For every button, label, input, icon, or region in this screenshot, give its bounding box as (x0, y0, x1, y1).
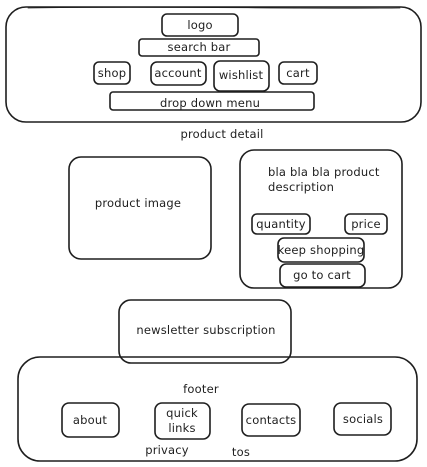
footer-container (17, 356, 418, 462)
shop-label: shop (97, 66, 127, 80)
wishlist-label: wishlist (218, 68, 264, 82)
about-label: about (72, 413, 108, 427)
shop-box (93, 61, 131, 85)
cart-label: cart (286, 66, 310, 80)
logo-label: logo (187, 18, 213, 32)
quick-links-label-line1: quick (166, 406, 198, 420)
quick-links-label-line2: links (168, 421, 196, 435)
quantity-box (251, 213, 311, 235)
logo-box (161, 13, 239, 37)
contacts-label: contacts (245, 413, 297, 427)
quantity-label: quantity (256, 217, 306, 231)
product-description-container (239, 149, 403, 289)
socials-box (333, 402, 392, 436)
header-container (5, 6, 422, 123)
search-bar-label: search bar (167, 40, 231, 54)
contacts-box (241, 403, 301, 437)
newsletter-label: newsletter subscription (136, 323, 276, 337)
dropdown-label: drop down menu (159, 96, 261, 110)
newsletter-box (118, 299, 292, 364)
account-box (150, 61, 207, 86)
cart-box (278, 61, 318, 85)
account-label: account (154, 66, 202, 80)
footer-title: footer (183, 382, 219, 396)
search-bar-box (138, 38, 260, 57)
product-image-label: product image (94, 196, 182, 210)
socials-label: socials (342, 412, 384, 426)
product-description-line2: description (268, 180, 335, 194)
about-box (61, 402, 120, 438)
product-section-title: product detail (180, 127, 264, 141)
product-description-line1: bla bla bla product (268, 165, 380, 179)
price-label: price (351, 217, 381, 231)
dropdown-box (109, 91, 315, 111)
quick-links-box (154, 402, 211, 440)
price-box (344, 213, 388, 235)
keep-shopping-label: keep shopping (277, 243, 365, 257)
keep-shopping-box (277, 237, 365, 263)
wishlist-box (213, 60, 270, 92)
product-image-box (68, 156, 212, 260)
go-to-cart-box (279, 263, 366, 288)
go-to-cart-label: go to cart (293, 268, 351, 282)
privacy-link[interactable]: privacy (145, 443, 189, 457)
tos-link[interactable]: tos (231, 445, 251, 459)
